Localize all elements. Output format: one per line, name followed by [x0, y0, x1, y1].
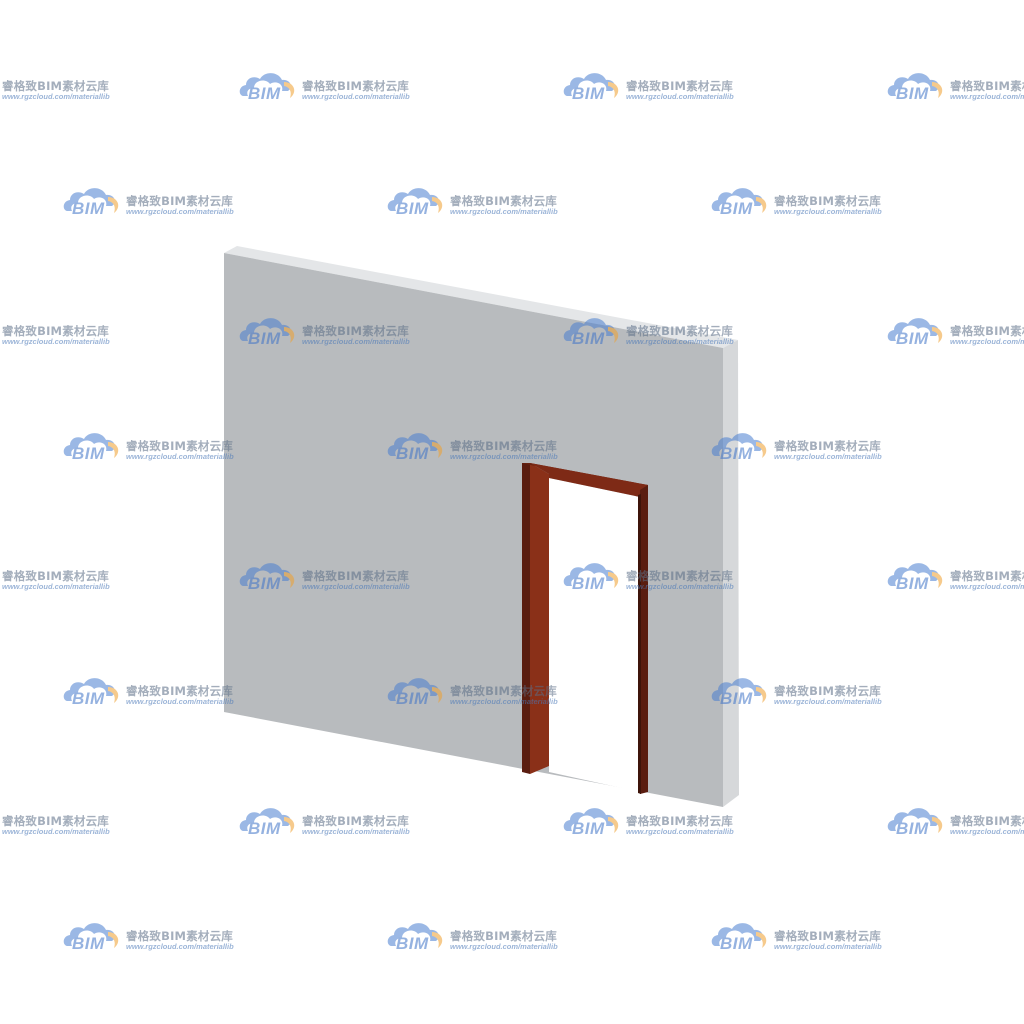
door-frame-left-jamb-face	[530, 463, 549, 774]
door-frame-head-face	[530, 463, 648, 497]
door-frame-right-jamb-edge	[638, 494, 641, 794]
door-frame-left-jamb	[522, 463, 530, 774]
door-opening	[549, 478, 640, 792]
door-frame-right-jamb	[640, 485, 648, 794]
wall-front-face	[224, 253, 723, 807]
wall-side-face	[723, 340, 739, 807]
